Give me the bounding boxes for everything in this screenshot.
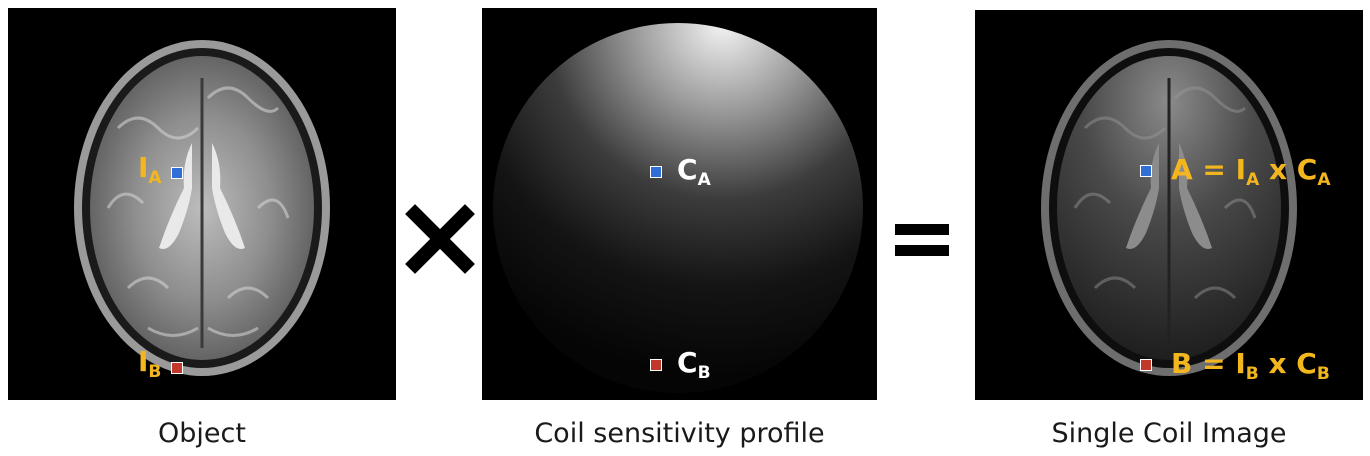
coil-panel: CA CB	[482, 8, 877, 400]
multiply-icon	[405, 204, 475, 274]
label-i-a: IA	[138, 151, 162, 188]
label-i-b: IB	[138, 345, 162, 382]
brain-image-object	[74, 40, 330, 376]
equation-a: A = IA x CA	[1171, 153, 1331, 190]
brain-image-single-coil	[1041, 40, 1297, 376]
object-panel: IA IB	[8, 8, 396, 400]
marker-point-b	[650, 359, 662, 371]
caption-object: Object	[158, 418, 246, 449]
marker-point-a	[1140, 165, 1152, 177]
caption-single-coil-image: Single Coil Image	[1051, 418, 1287, 449]
single-coil-panel: A = IA x CA B = IB x CB	[975, 10, 1363, 400]
label-c-b: CB	[677, 346, 711, 383]
equation-b: B = IB x CB	[1171, 347, 1330, 384]
marker-point-a	[650, 166, 662, 178]
label-c-a: CA	[677, 153, 711, 190]
caption-coil-sensitivity: Coil sensitivity profile	[534, 418, 825, 449]
marker-point-b	[1140, 359, 1152, 371]
marker-point-a	[171, 167, 183, 179]
equals-icon	[893, 220, 951, 260]
coil-sensitivity-image	[493, 23, 863, 393]
marker-point-b	[171, 362, 183, 374]
